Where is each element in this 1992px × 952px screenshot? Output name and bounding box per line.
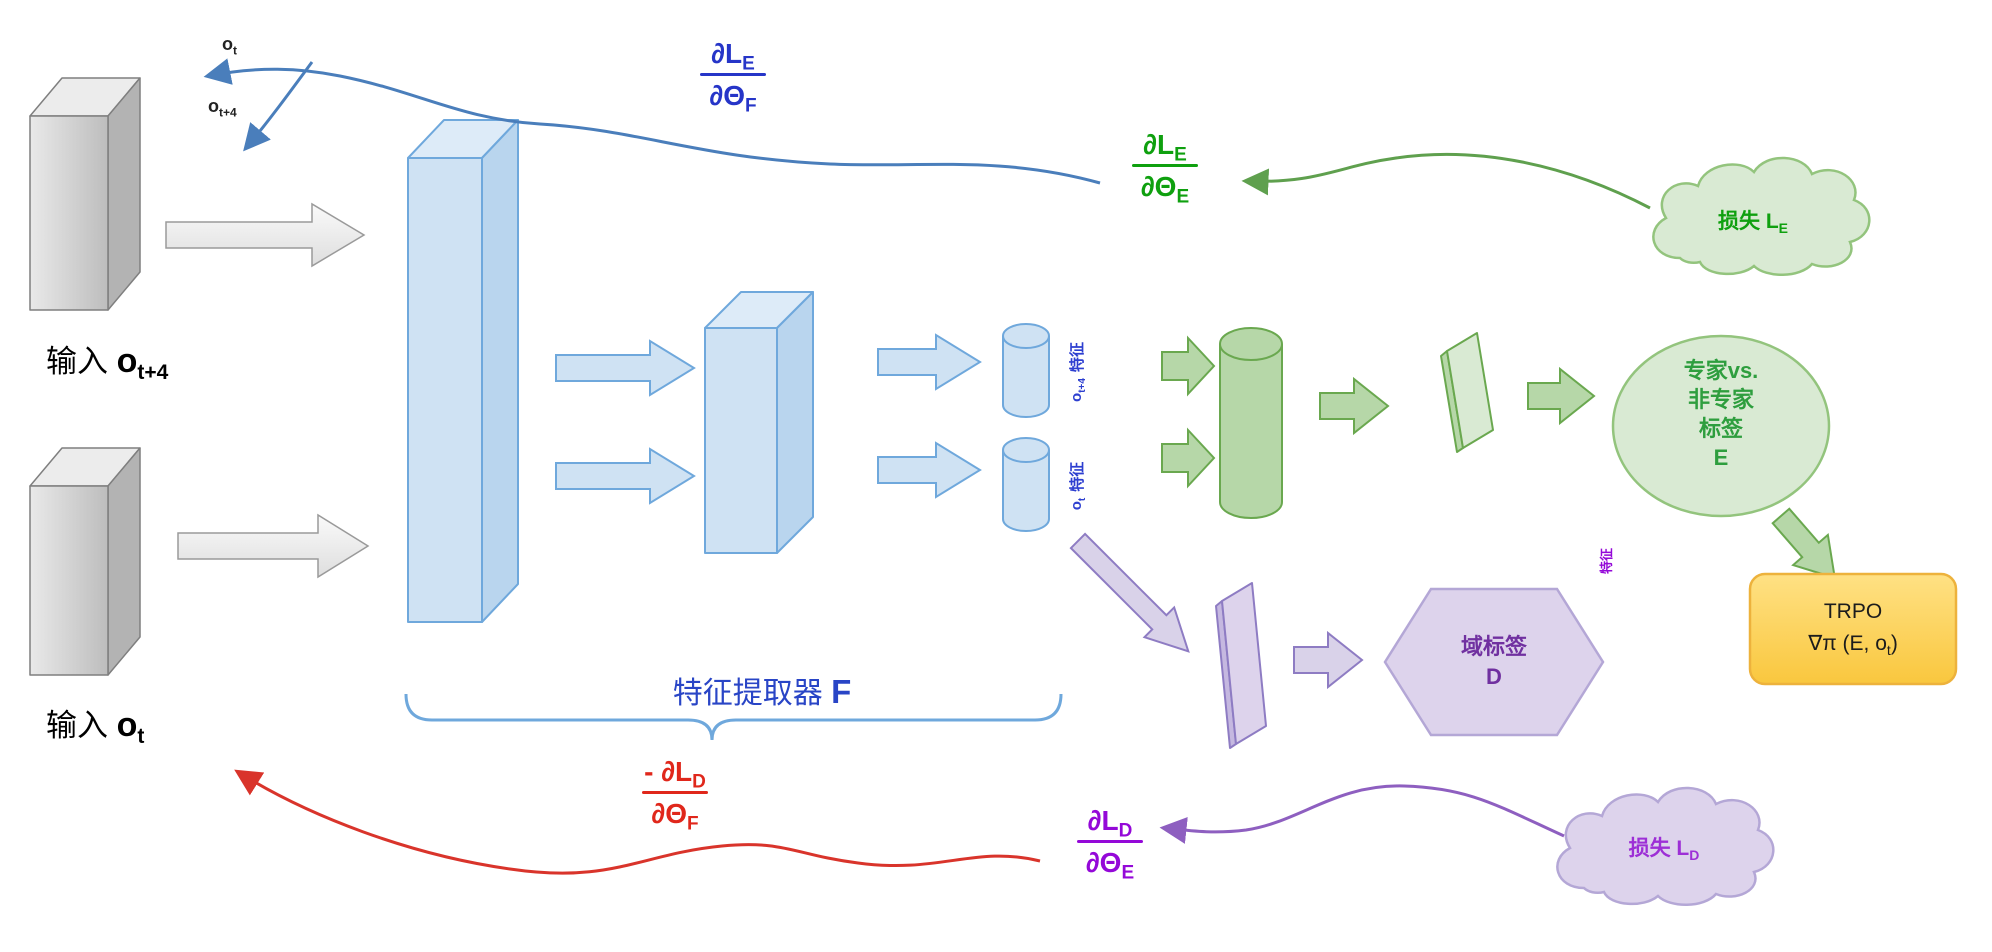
label-feature-top: ot+4 特征 [1067,342,1088,402]
green-arrow-mid [1319,376,1390,436]
blue-arrow-feat-top [877,333,982,391]
loss-d-cloud-text: 损失 LD [1628,837,1700,864]
conv-box-small [704,291,814,554]
green-arrow-out [1527,366,1596,426]
gradient-neg-loss-d-wrt-f: - ∂LD ∂ΘF [610,756,740,835]
domain-label-hexagon [1383,587,1605,737]
fraction-bar [700,73,766,77]
gradient-loss-e-wrt-f-den: ∂ΘF [709,80,757,117]
domain-fc-plate-face [1221,582,1267,745]
red-gradient-curve [234,769,1041,875]
feature-extractor-brace [404,693,1063,741]
loss-e-cloud [1652,156,1871,276]
loss-d-cloud [1556,786,1775,906]
gradient-neg-loss-d-wrt-f-den: ∂ΘF [651,798,699,835]
gradient-loss-e-wrt-e-num: ∂LE [1143,129,1187,166]
expert-cylinder-body [1219,344,1283,519]
expert-cylinder-cap [1219,327,1283,361]
domain-label-text: 域标签 D [1460,634,1527,689]
gradient-loss-d-wrt-e-den: ∂ΘE [1085,847,1135,884]
purple-loss-curve [1159,784,1565,844]
green-arrow-in-bottom [1161,427,1216,489]
expert-cylinder [1219,327,1283,519]
gradient-neg-loss-d-wrt-f-num: - ∂LD [644,756,706,793]
gradient-loss-e-wrt-f: ∂LE ∂ΘF [668,38,798,117]
expert-label-text: 专家vs. 非专家 标签 E [1683,358,1759,470]
feature-cylinder-bottom-cap [1002,437,1050,463]
trpo-box-text: TRPO ∇π (E, ot) [1808,600,1898,659]
blue-gradient-branch [243,61,314,152]
fraction-bar [1132,164,1198,168]
domain-fc-plate [1215,582,1267,749]
blue-gradient-curve [203,58,1101,185]
label-ot-arrow-sub: t [233,43,237,58]
green-loss-curve [1241,152,1651,210]
input-box-bottom [29,447,141,676]
fraction-bar [642,791,708,795]
gradient-loss-e-wrt-e: ∂LE ∂ΘE [1100,129,1230,208]
expert-label-ellipse [1611,334,1831,518]
feature-cylinder-bottom [1002,437,1050,532]
gradient-loss-e-wrt-f-num: ∂LE [711,38,755,75]
label-feature-small: 特征 [1599,548,1614,575]
green-arrow-trpo [1771,507,1837,580]
conv-box-large [407,119,519,623]
conv-box-small-frontface [704,327,778,554]
blue-arrow-feat-bottom [877,441,982,499]
feature-cylinder-top-body [1002,336,1050,418]
green-arrow-in-top [1161,335,1216,397]
input-box-bottom-frontface [29,485,109,676]
gradient-loss-e-wrt-e-den: ∂ΘE [1140,171,1190,208]
blue-arrow-bottom [555,447,696,505]
input-box-bottom-sideface [107,447,141,676]
gradient-loss-d-wrt-e-num: ∂LD [1087,805,1133,842]
label-input-bottom: 输入 ot [46,706,145,749]
conv-box-small-sideface [776,291,814,554]
input-box-top-frontface [29,115,109,311]
label-input-top: 输入 ot+4 [46,342,169,385]
input-box-top-sideface [107,77,141,311]
purple-arrow-down [1069,532,1190,653]
label-ot4-arrow: ot+4 [208,96,237,120]
trpo-box [1748,572,1958,686]
label-feature-bottom: ot 特征 [1067,461,1088,511]
label-ot4-arrow-main: o [208,96,219,116]
feature-cylinder-top-cap [1002,323,1050,349]
label-feature-extractor: 特征提取器 F [672,673,852,710]
label-ot4-arrow-sub: t+4 [219,105,237,120]
expert-fc-plate-face [1446,332,1494,449]
conv-box-large-sideface [481,119,519,623]
purple-arrow-hex [1293,630,1364,690]
conv-box-large-frontface [407,157,483,623]
loss-e-cloud-text: 损失 LE [1717,210,1788,237]
feature-cylinder-top [1002,323,1050,418]
feature-cylinder-bottom-body [1002,450,1050,532]
input-arrow-top [165,202,366,268]
expert-fc-plate [1440,332,1494,453]
blue-arrow-top [555,339,696,397]
input-box-top [29,77,141,311]
fraction-bar [1077,840,1143,844]
input-arrow-bottom [177,513,370,579]
gradient-loss-d-wrt-e: ∂LD ∂ΘE [1045,805,1175,884]
label-ot-arrow-main: o [222,34,233,54]
label-ot-arrow: ot [222,34,237,58]
